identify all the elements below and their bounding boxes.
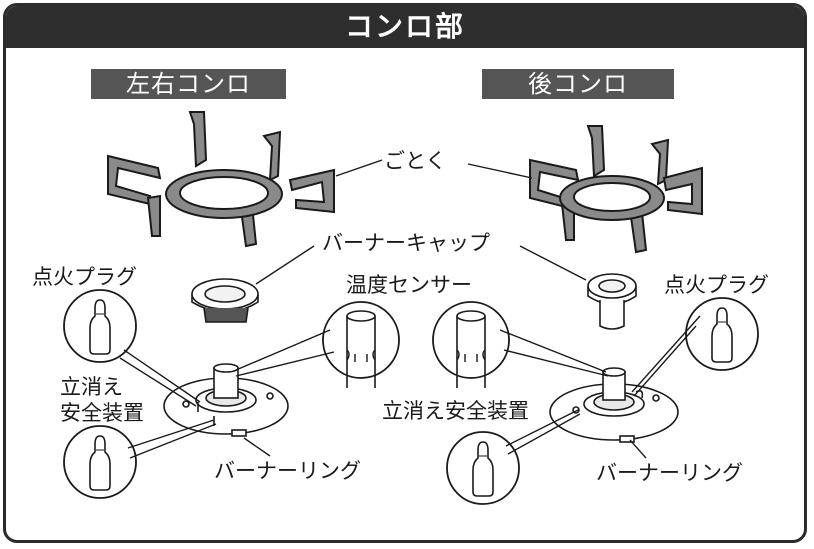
- diagram-frame: コンロ部 左右コンロ 後コンロ: [3, 3, 807, 543]
- label-gotoku: ごとく: [384, 149, 447, 173]
- page-title: コンロ部: [6, 6, 804, 48]
- detail-temp-sensor-left: [322, 301, 400, 389]
- burner-ring-right: [549, 367, 679, 443]
- burner-ring-left: [163, 363, 289, 437]
- detail-temp-sensor-right: [432, 301, 510, 389]
- detail-ignition-plug-right: [685, 297, 759, 371]
- grate-left: [107, 111, 335, 248]
- detail-flame-failure-left: [63, 425, 137, 499]
- section-label-left-right: 左右コンロ: [91, 69, 286, 99]
- leader-lines: [119, 159, 701, 459]
- label-burner-ring-left: バーナーリング: [214, 459, 361, 483]
- label-ignition-plug-left: 点火プラグ: [32, 265, 137, 289]
- label-burner-cap: バーナーキャップ: [322, 231, 490, 255]
- label-flame-failure-right: 立消え安全装置: [382, 399, 529, 423]
- burner-cap-right: [587, 273, 637, 330]
- label-temp-sensor: 温度センサー: [346, 273, 472, 297]
- detail-flame-failure-right: [446, 431, 520, 505]
- grate-right: [529, 125, 703, 254]
- burner-cap-left: [191, 278, 259, 323]
- label-flame-failure-left-1: 立消え: [60, 375, 123, 399]
- section-label-rear: 後コンロ: [482, 69, 674, 99]
- detail-ignition-plug-left: [63, 289, 137, 363]
- label-ignition-plug-right: 点火プラグ: [664, 273, 769, 297]
- label-flame-failure-left-2: 安全装置: [60, 401, 144, 425]
- label-burner-ring-right: バーナーリング: [596, 461, 743, 485]
